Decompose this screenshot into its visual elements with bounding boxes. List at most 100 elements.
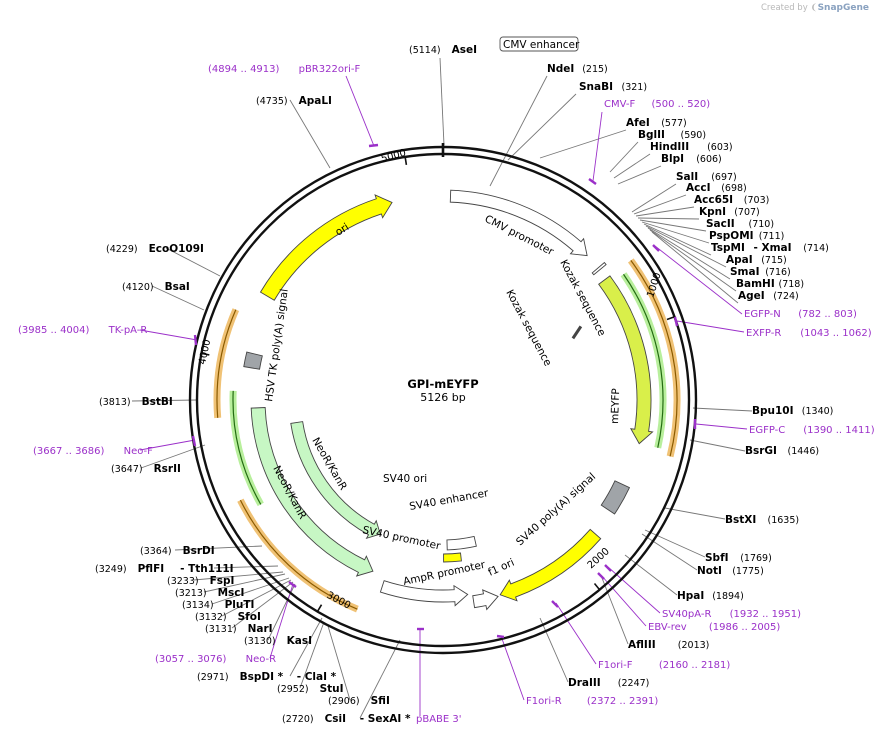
primer-name: Neo-F: [124, 446, 154, 457]
site-leader-line: [647, 227, 731, 280]
site-name: CsiI: [325, 713, 346, 725]
site-leader-line: [151, 285, 205, 311]
site-position: (718): [779, 279, 805, 290]
site-label-acci: AccI(698): [686, 182, 747, 194]
site-name: SmaI: [730, 266, 760, 278]
primer-name: F1ori-F: [598, 660, 633, 671]
primer-name: Neo-R: [246, 654, 277, 665]
primer-range: (782 .. 803): [798, 309, 857, 320]
primer-leader-line: [345, 75, 375, 147]
primer-label-exfpr: EXFP-R(1043 .. 1062): [746, 328, 872, 339]
site-name: Acc65I: [694, 194, 733, 206]
primer-binding-mark: [193, 334, 198, 346]
site-position: (3233): [167, 576, 199, 587]
primer-label-pbabe3: pBABE 3': [416, 714, 462, 725]
primer-name: SV40pA-R: [662, 609, 711, 620]
site-position: (3134): [182, 600, 214, 611]
site-leader-line: [359, 639, 401, 719]
site-label-bglii: BglII(590): [638, 129, 706, 141]
site-leader-line: [213, 565, 279, 569]
site-leader-line: [609, 141, 639, 173]
orf-track-green-line: [623, 273, 664, 448]
site-position: (715): [761, 255, 787, 266]
site-leader-line: [649, 229, 737, 292]
site-name: SfiI: [371, 695, 390, 707]
site-label-sbfi: SbfI(1769): [705, 552, 772, 564]
site-leader-line: [624, 554, 678, 596]
tick-mark: [201, 352, 210, 356]
primer-label-neof: (3667 .. 3686)Neo-F: [33, 446, 153, 457]
orf-track-orange-line: [216, 309, 237, 418]
site-label-acc65i: Acc65I(703): [694, 194, 769, 206]
primer-binding-mark: [673, 316, 679, 327]
credit-text: Created by: [760, 3, 808, 13]
site-leader-line: [131, 399, 198, 402]
site-position: (2247): [618, 678, 650, 689]
site-leader-line: [539, 617, 569, 683]
site-leader-line: [231, 581, 294, 629]
tick-mark: [316, 604, 323, 612]
feature-label: mEYFP: [609, 388, 622, 424]
site-name: PflFI: [138, 563, 165, 575]
plasmid-name: GPI-mEYFP: [407, 377, 478, 391]
site-name: NotI: [697, 565, 722, 577]
site-label-ecoo109i: (4229)EcoO109I: [106, 243, 204, 255]
site-position: (2720): [282, 714, 314, 725]
primer-binding-mark: [604, 564, 612, 572]
feature-label: CMV enhancer: [503, 39, 580, 51]
site-position: (2013): [678, 640, 710, 651]
ampr-promoter-arrow: [472, 589, 499, 611]
site-label-asei: (5114)AseI: [409, 44, 477, 56]
primer-name: EXFP-R: [746, 328, 781, 339]
site-name: NdeI: [547, 63, 574, 75]
site-position: (2971): [197, 672, 229, 683]
site-leader-line: [692, 407, 753, 412]
site-leader-line: [635, 206, 695, 217]
site-name: StuI: [320, 683, 344, 695]
neor-kanr-inner-arrow: [290, 421, 381, 540]
feature-label: Kozak sequence: [503, 288, 553, 368]
sv40-enhancer-box: [446, 535, 477, 551]
site-position: (3131): [205, 624, 237, 635]
neor-kanr-outer-arrow: [250, 407, 374, 577]
primer-leader-line: [139, 439, 196, 451]
f1-ori-arrow: [499, 528, 602, 602]
primer-leader-line: [500, 635, 525, 701]
site-label-snabi: SnaBI(321): [579, 81, 647, 93]
site-position: (1446): [788, 446, 820, 457]
tick-mark: [593, 583, 601, 591]
kozak-marker-2: [571, 325, 583, 340]
site-label-bspdi: (2971)BspDI *- ClaI *: [197, 671, 337, 683]
site-position: (577): [661, 118, 687, 129]
site-leader-line: [631, 183, 677, 213]
snapgene-brand: SnapGene: [817, 3, 869, 13]
site-label-tspmi: TspMI- XmaI(714): [711, 242, 829, 254]
primer-range: (1932 .. 1951): [730, 609, 802, 620]
site-label-msci: (3213)MscI: [175, 587, 244, 599]
site-leader-line: [439, 57, 445, 146]
site-position: (1635): [768, 515, 800, 526]
orf-track-orange-line: [630, 260, 678, 457]
site-name: BspDI *: [240, 671, 284, 683]
primer-binding-mark: [191, 435, 197, 447]
primer-binding-mark: [652, 244, 660, 252]
tick-label: 4000: [197, 338, 213, 365]
primer-leader-line: [592, 111, 603, 182]
site-label-apali: (4735)ApaLI: [256, 95, 332, 107]
site-label-blpi: BlpI(606): [661, 153, 722, 165]
site-label-apai: ApaI(715): [726, 254, 787, 266]
primer-label-egfpn: EGFP-N (782 .. 803): [744, 309, 857, 320]
site-name: KpnI: [699, 206, 726, 218]
site-position: (3249): [95, 564, 127, 575]
meyfp-arrow: [598, 275, 654, 445]
site-name-2: - XmaI: [754, 242, 792, 254]
feature-label: HSV TK poly(A) signal: [263, 288, 291, 402]
site-label-bstbi: (3813)BstBI: [99, 396, 173, 408]
site-leader-line: [641, 221, 710, 244]
site-position: (1769): [740, 553, 772, 564]
primer-binding-mark: [288, 581, 297, 588]
site-name: AseI: [452, 44, 477, 56]
site-leader-line: [617, 165, 662, 185]
primer-name: EGFP-N: [744, 309, 781, 320]
site-leader-line: [327, 625, 351, 701]
